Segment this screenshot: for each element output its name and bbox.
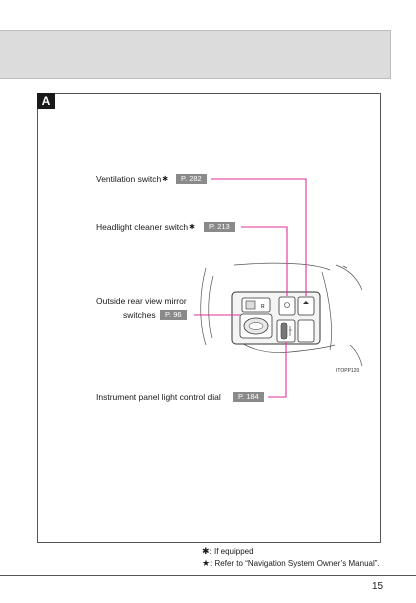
page-number: 15: [372, 581, 384, 592]
equipped-mark-icon: ✱: [202, 546, 210, 556]
equipped-mark-icon: ✱: [162, 176, 169, 183]
footnote-equipped: ✱: If equipped: [202, 546, 254, 557]
page-ref-headlight-cleaner[interactable]: P. 213: [204, 222, 235, 232]
star-icon: ★: [202, 558, 211, 568]
svg-text:R: R: [261, 304, 265, 310]
callout-panel-light-dial: Instrument panel light control dial: [96, 392, 221, 402]
callout-label: Headlight cleaner switch: [96, 222, 189, 232]
header-band: [0, 30, 391, 79]
figure-frame: [37, 93, 381, 543]
illustration-code: ITOPP120: [336, 368, 360, 374]
equipped-mark-icon: ✱: [189, 224, 196, 231]
callout-ventilation-switch: Ventilation switch✱: [96, 174, 168, 185]
callout-label: Ventilation switch: [96, 174, 162, 184]
callout-headlight-cleaner-switch: Headlight cleaner switch✱: [96, 222, 195, 233]
footnote-navigation: ★: Refer to “Navigation System Owner’s M…: [202, 558, 380, 569]
page-ref-panel-light-dial[interactable]: P. 184: [233, 392, 264, 402]
footnote-equipped-text: : If equipped: [209, 547, 254, 556]
section-badge: A: [37, 93, 55, 109]
callout-mirror-switches-line2: switches: [123, 310, 156, 320]
page-ref-ventilation[interactable]: P. 282: [176, 174, 207, 184]
callout-mirror-switches-line1: Outside rear view mirror: [96, 296, 187, 306]
footer-rule: [0, 575, 416, 576]
page-ref-mirror-switches[interactable]: P. 96: [160, 310, 187, 320]
footnote-navigation-text: : Refer to “Navigation System Owner’s Ma…: [210, 559, 380, 568]
